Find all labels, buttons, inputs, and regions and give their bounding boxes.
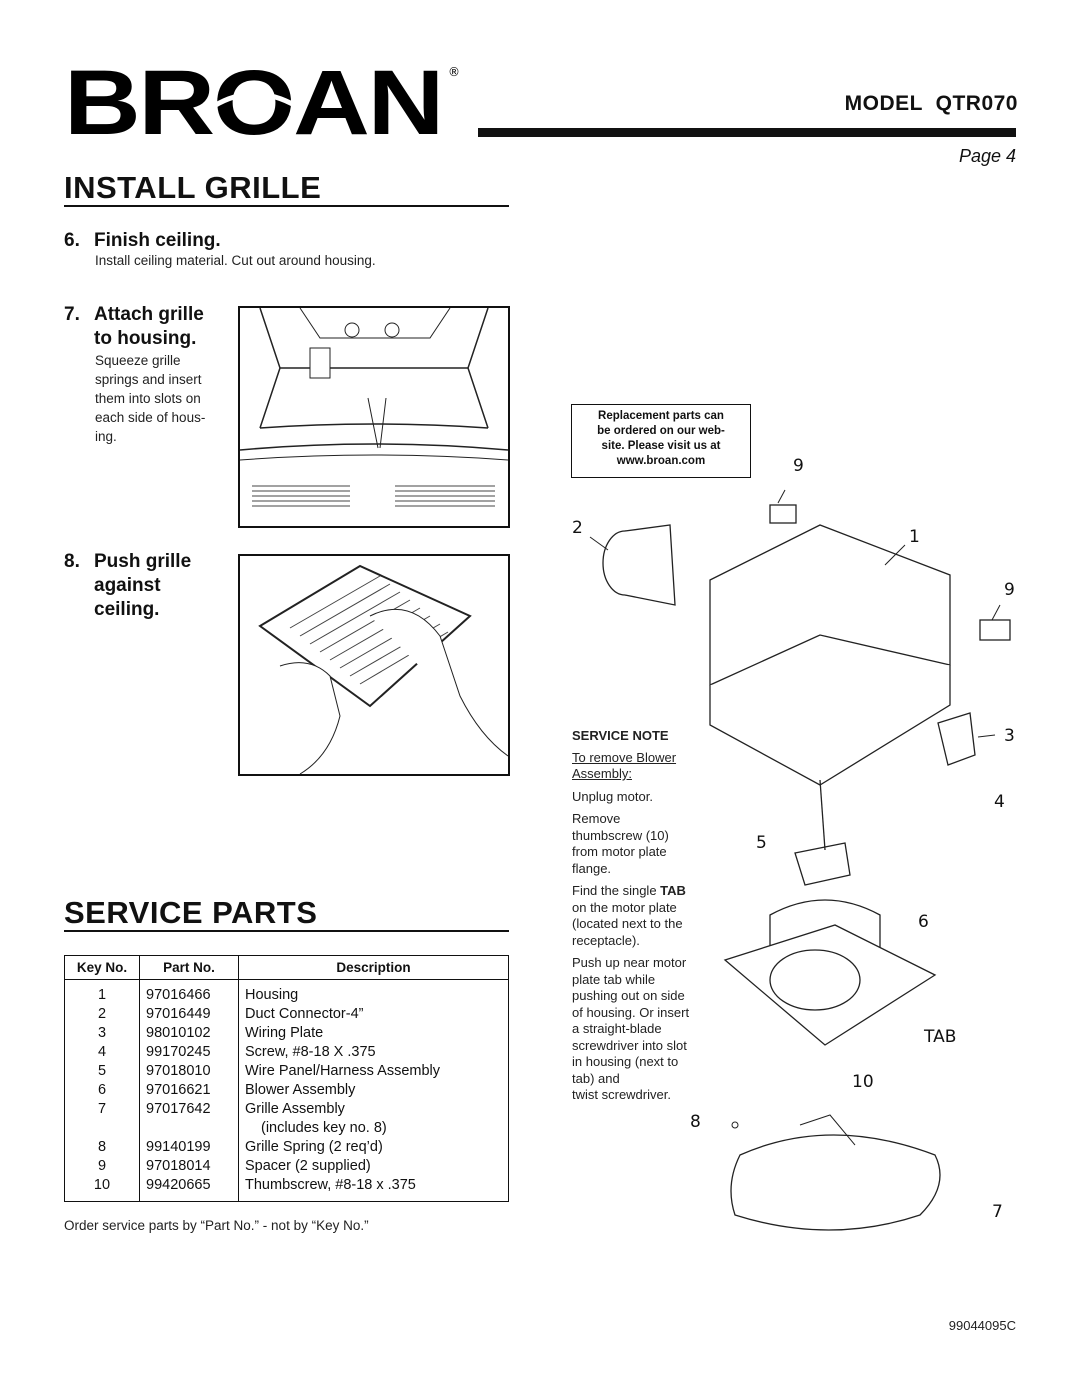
col-key-no: Key No. <box>64 955 140 980</box>
table-row: (includes key no. 8) <box>64 1119 509 1138</box>
attach-grille-illustration <box>238 306 510 528</box>
key-no-cell: 10 <box>64 1176 140 1202</box>
part-no-cell: 98010102 <box>139 1024 239 1043</box>
service-note-title: SERVICE NOTE <box>572 728 669 743</box>
description-cell: Wire Panel/Harness Assembly <box>238 1062 509 1081</box>
key-no-cell: 1 <box>64 979 140 1005</box>
step-6-text: Install ceiling material. Cut out around… <box>95 253 376 268</box>
service-title-rule <box>64 930 509 932</box>
col-description: Description <box>238 955 509 980</box>
part-no-cell: 97016449 <box>139 1005 239 1024</box>
logo-wordmark: BROAN <box>64 62 442 138</box>
key-no-cell: 6 <box>64 1081 140 1100</box>
push-grille-illustration <box>238 554 510 776</box>
part-no-cell: 99420665 <box>139 1176 239 1202</box>
part-no-cell: 97018010 <box>139 1062 239 1081</box>
description-cell: (includes key no. 8) <box>238 1119 509 1138</box>
order-note: Order service parts by “Part No.” - not … <box>64 1218 369 1233</box>
model-line: MODEL QTR070 <box>845 92 1018 116</box>
part-no-cell: 97017642 <box>139 1100 239 1119</box>
description-cell: Wiring Plate <box>238 1024 509 1043</box>
description-cell: Grille Assembly <box>238 1100 509 1119</box>
key-no-cell: 8 <box>64 1138 140 1157</box>
step-8-heading: 8.Push grille against ceiling. <box>64 551 192 620</box>
description-cell: Blower Assembly <box>238 1081 509 1100</box>
registered-mark: ® <box>448 65 460 79</box>
part-no-cell: 97016621 <box>139 1081 239 1100</box>
part-no-cell: 99170245 <box>139 1043 239 1062</box>
key-no-cell: 4 <box>64 1043 140 1062</box>
callout-3: 3 <box>1004 726 1015 746</box>
key-no-cell: 3 <box>64 1024 140 1043</box>
description-cell: Duct Connector-4” <box>238 1005 509 1024</box>
key-no-cell: 9 <box>64 1157 140 1176</box>
callout-9-top: 9 <box>793 456 804 476</box>
document-number: 99044095C <box>948 1318 1016 1333</box>
description-cell: Thumbscrew, #8-18 x .375 <box>238 1176 509 1202</box>
callout-4: 4 <box>994 792 1005 812</box>
step-6-heading: 6.Finish ceiling. <box>64 230 221 251</box>
service-parts-title: SERVICE PARTS <box>64 895 318 930</box>
step-7-heading: 7.Attach grille to housing. <box>64 304 204 349</box>
callout-8: 8 <box>690 1112 701 1132</box>
callout-9-right: 9 <box>1004 580 1015 600</box>
key-no-cell <box>64 1119 140 1138</box>
key-no-cell: 5 <box>64 1062 140 1081</box>
page-number: Page 4 <box>958 146 1016 166</box>
install-title-rule <box>64 205 509 207</box>
description-cell: Grille Spring (2 req’d) <box>238 1138 509 1157</box>
callout-10: 10 <box>852 1072 874 1092</box>
replacement-parts-box: Replacement parts can be ordered on our … <box>571 404 751 478</box>
callout-2: 2 <box>572 518 583 538</box>
service-note: SERVICE NOTE To remove Blower Assembly: … <box>572 728 690 1102</box>
install-grille-title: INSTALL GRILLE <box>64 170 322 205</box>
description-cell: Screw, #8-18 X .375 <box>238 1043 509 1062</box>
header-rule <box>478 128 1016 137</box>
part-no-cell: 97018014 <box>139 1157 239 1176</box>
key-no-cell: 7 <box>64 1100 140 1119</box>
callout-5: 5 <box>756 833 767 853</box>
model-label: MODEL <box>844 92 923 115</box>
description-cell: Spacer (2 supplied) <box>238 1157 509 1176</box>
col-part-no: Part No. <box>139 955 239 980</box>
step-7-text: Squeeze grille springs and insert them i… <box>95 353 206 444</box>
key-no-cell: 2 <box>64 1005 140 1024</box>
callout-7: 7 <box>992 1202 1003 1222</box>
exploded-parts-diagram <box>560 455 1050 1245</box>
callout-tab: TAB <box>924 1027 957 1047</box>
model-number: QTR070 <box>935 92 1018 115</box>
part-no-cell <box>139 1119 239 1138</box>
part-no-cell: 97016466 <box>139 979 239 1005</box>
broan-logo: BROAN ® <box>64 52 464 154</box>
part-no-cell: 99140199 <box>139 1138 239 1157</box>
description-cell: Housing <box>238 979 509 1005</box>
callout-1: 1 <box>909 527 920 547</box>
callout-6: 6 <box>918 912 929 932</box>
